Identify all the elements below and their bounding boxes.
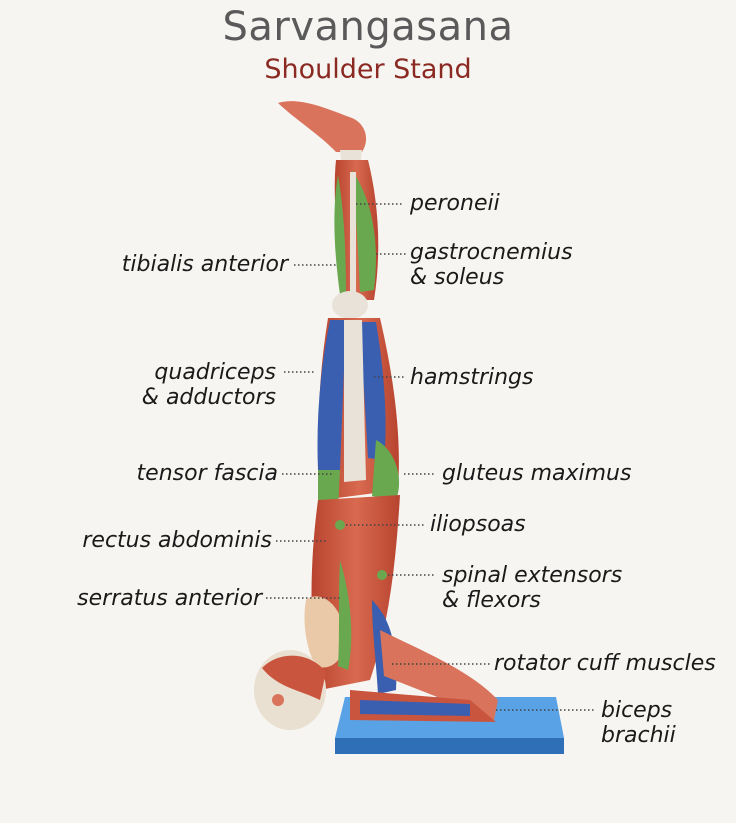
head-illustration — [254, 650, 326, 730]
label-rotator-cuff: rotator cuff muscles — [494, 651, 716, 676]
label-serratus-anterior: serratus anterior — [77, 586, 262, 611]
label-quadriceps: quadriceps & adductors — [60, 360, 276, 410]
label-rectus-abdominis: rectus abdominis — [82, 528, 272, 553]
label-spinal-extensors-line2: & flexors — [442, 588, 541, 613]
label-tibialis-anterior: tibialis anterior — [121, 252, 288, 277]
label-gluteus-maximus: gluteus maximus — [442, 461, 632, 486]
page-title: Sarvangasana — [222, 4, 514, 50]
label-biceps-brachii: biceps brachii — [601, 698, 676, 748]
label-spinal-extensors: spinal extensors & flexors — [442, 563, 622, 613]
arms-illustration — [350, 600, 498, 722]
label-biceps-line1: biceps — [601, 698, 673, 723]
knee-illustration — [332, 291, 368, 319]
leader-lines — [266, 203, 596, 711]
page-subtitle: Shoulder Stand — [264, 54, 472, 85]
label-gastrocnemius: gastrocnemius & soleus — [410, 240, 573, 290]
feet-illustration — [278, 101, 367, 168]
label-gastrocnemius-line2: & soleus — [410, 265, 505, 290]
label-hamstrings: hamstrings — [410, 365, 534, 390]
label-iliopsoas: iliopsoas — [430, 512, 526, 537]
label-peroneii: peroneii — [410, 191, 500, 216]
label-gastrocnemius-line1: gastrocnemius — [410, 240, 573, 265]
thighs-illustration — [317, 318, 400, 510]
label-biceps-line2: brachii — [601, 723, 676, 748]
label-spinal-extensors-line1: spinal extensors — [442, 563, 623, 588]
label-quadriceps-line2: & adductors — [141, 385, 276, 410]
label-quadriceps-line1: quadriceps — [154, 360, 276, 385]
label-tensor-fascia: tensor fascia — [136, 461, 278, 486]
lower-legs-illustration — [334, 160, 379, 300]
